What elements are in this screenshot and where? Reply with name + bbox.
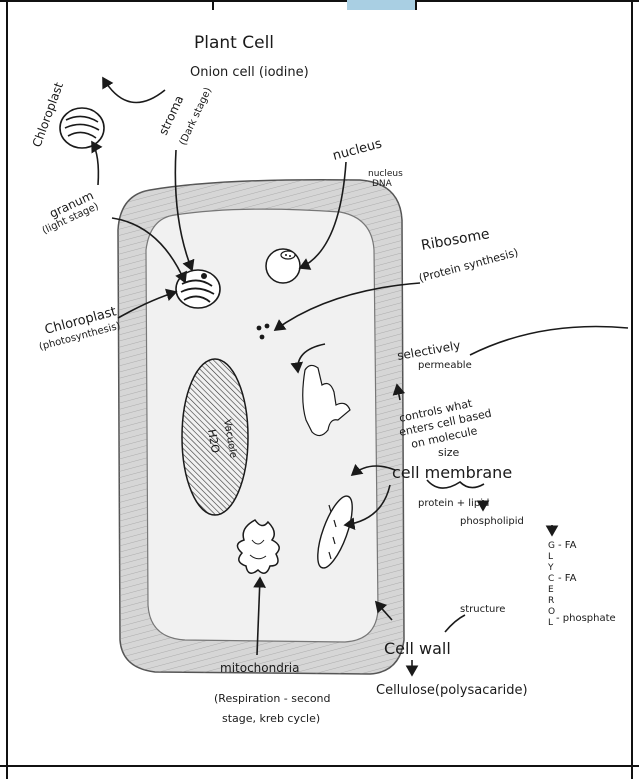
vacuole [181,358,249,516]
stroma-to-cell-arrow [174,149,195,272]
glycerol-letter: Y [547,563,554,573]
cytoplasm [145,208,379,643]
structure-arrow [444,614,466,633]
nucleus-note-1: nucleus [368,169,403,179]
protein-lipid-label: protein + lipid [418,498,489,509]
nucleus-label: nucleus [331,136,384,164]
nucleus-arrow [298,161,347,270]
chloroplast-left-arrow [117,288,178,319]
structure-label: structure [460,604,505,615]
page-top-border [0,0,639,8]
glycerol-letter: G [548,541,555,551]
glycerol-letter: R [548,596,554,606]
stroma-arrow [102,76,166,104]
mitochondria-label: mitochondria [220,661,299,675]
cell-wall-arrow [374,600,393,621]
fatty-acid-label-2: - FA [558,573,577,584]
glycerol-letter: C [548,574,554,584]
mito-arrow [253,576,267,656]
phospholipid-label: phospholipid [460,516,524,527]
cellulose-label: Cellulose(polysacaride) [376,683,528,698]
ribosomes [256,323,270,340]
protein-lipid-branch [426,479,485,489]
page-bottom-border [0,765,639,767]
glycerol-letter: L [548,552,553,562]
permeable-label: permeable [418,360,472,371]
selective-line [469,325,629,356]
granum-to-cell-arrow [111,217,188,284]
granum-arrow [91,140,103,186]
golgi-body [302,364,351,437]
diagram-title: Plant Cell [194,33,274,53]
glycerol-letter: L [548,618,553,628]
tab-highlight [347,0,415,10]
membrane-arrow-2 [343,484,391,531]
nucleus-note-2: DNA [372,179,393,189]
glycerol-letters: G L Y C E R O L [547,541,555,628]
ribosome-label: Ribosome [420,226,491,254]
diagram-subtitle: Onion cell (iodine) [190,65,309,80]
controls-line-4: size [438,446,460,459]
cell-wall-label: Cell wall [384,639,451,658]
page-left-border [6,0,8,779]
mito-note-2: stage, kreb cycle) [222,712,320,725]
golgi-arrow [290,343,326,374]
fatty-acid-label-1: - FA [558,540,577,551]
ribosome-arrow [273,282,421,331]
page-right-border [631,0,633,779]
membrane-arrow-1 [350,463,396,477]
membrane-vesicle [317,495,353,569]
cell-membrane-label: cell membrane [392,463,512,482]
stroma-label: stroma [156,93,186,137]
mitochondria [236,519,280,574]
tab-divider [415,0,417,10]
mito-note-1: (Respiration - second [214,692,331,705]
vacuole-label-1: H2O [205,428,222,454]
nucleus [265,248,301,284]
glycerol-letter: O [548,607,555,617]
chloroplast-top-label: Chloroplast [30,80,66,149]
tab-divider [212,0,214,10]
chloroplast-detail [59,107,105,149]
selective-arrow [392,383,406,401]
phosphate-label: - phosphate [556,613,616,624]
glycerol-letter: E [548,585,554,595]
stroma-note: (Dark stage) [178,86,214,147]
